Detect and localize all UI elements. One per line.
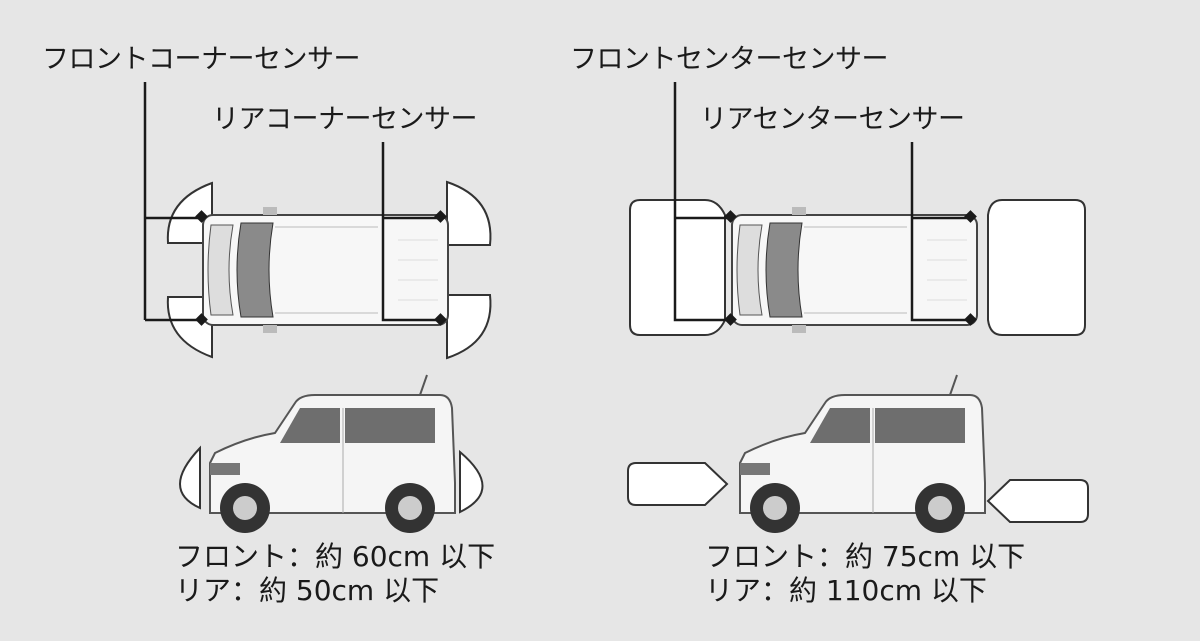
- front-center-sensor-label: フロントセンターセンサー: [570, 44, 889, 75]
- van-side-view-right: [739, 394, 986, 534]
- leader-lines-left: [143, 82, 440, 322]
- rear-center-zone: [987, 199, 1086, 336]
- front-left-corner-zone: [166, 181, 213, 244]
- rear-left-corner-zone: [446, 180, 492, 246]
- right-front-range: フロント：約 75cm 以下: [705, 540, 1026, 573]
- van-top-view-right: [731, 206, 978, 334]
- leader-lines-right: [673, 82, 970, 322]
- front-corner-sensor-label: フロントコーナーセンサー: [42, 44, 361, 75]
- right-rear-range: リア：約 110cm 以下: [705, 574, 987, 607]
- front-side-zone-right: [627, 462, 729, 506]
- van-side-view-left: [209, 394, 456, 534]
- rear-side-zone-left: [459, 449, 484, 514]
- front-side-zone-left: [179, 445, 201, 510]
- rear-side-zone-right: [986, 479, 1089, 523]
- van-top-view-left: [202, 206, 449, 334]
- rear-center-sensor-label: リアセンターセンサー: [700, 104, 965, 135]
- rear-right-corner-zone: [446, 294, 492, 360]
- left-rear-range: リア：約 50cm 以下: [175, 574, 440, 607]
- left-front-range: フロント：約 60cm 以下: [175, 540, 496, 573]
- rear-corner-sensor-label: リアコーナーセンサー: [212, 104, 478, 135]
- front-right-corner-zone: [166, 296, 213, 359]
- front-center-zone: [629, 199, 726, 336]
- sensor-markers-left: [195, 210, 447, 326]
